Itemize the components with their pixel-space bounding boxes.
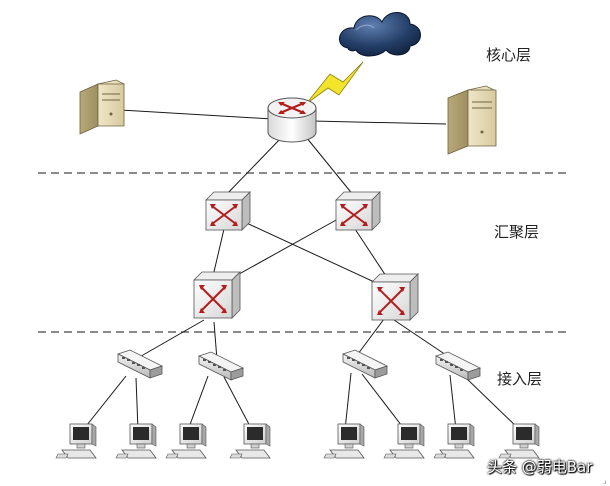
pc-6-icon: [383, 423, 425, 459]
pc-1-icon: [55, 423, 97, 459]
pc-3-icon: [165, 423, 207, 459]
access-hub-3-icon: [341, 349, 389, 379]
pc-2-icon: [115, 423, 157, 459]
watermark: 头条 @弱电Bar: [487, 458, 593, 476]
aggregation-layer-label: 汇聚层: [494, 223, 540, 241]
aggregation-switch-left-icon: [205, 191, 251, 231]
pc-5-icon: [323, 423, 365, 459]
internet-cloud-icon: [339, 12, 421, 57]
workstations: [55, 423, 540, 459]
access-layer-label: 接入层: [497, 370, 543, 388]
links: [82, 109, 521, 431]
access-hub-1-icon: [116, 349, 164, 379]
distribution-switch-left-icon: [193, 271, 241, 319]
access-hub-2-icon: [197, 351, 245, 381]
distribution-switch-right-icon: [371, 273, 419, 321]
right-server-icon: [447, 85, 497, 155]
pc-7-icon: [433, 423, 475, 459]
corner-mark: .ı: [603, 479, 607, 486]
lightning-bolt-icon: [305, 61, 364, 105]
core-layer-label: 核心层: [486, 46, 532, 64]
core-router-icon: [267, 97, 317, 143]
left-server-icon: [79, 79, 126, 135]
pc-8-icon: [498, 423, 540, 459]
access-hub-4-icon: [434, 351, 482, 381]
aggregation-switch-right-icon: [335, 191, 381, 231]
pc-4-icon: [229, 423, 271, 459]
